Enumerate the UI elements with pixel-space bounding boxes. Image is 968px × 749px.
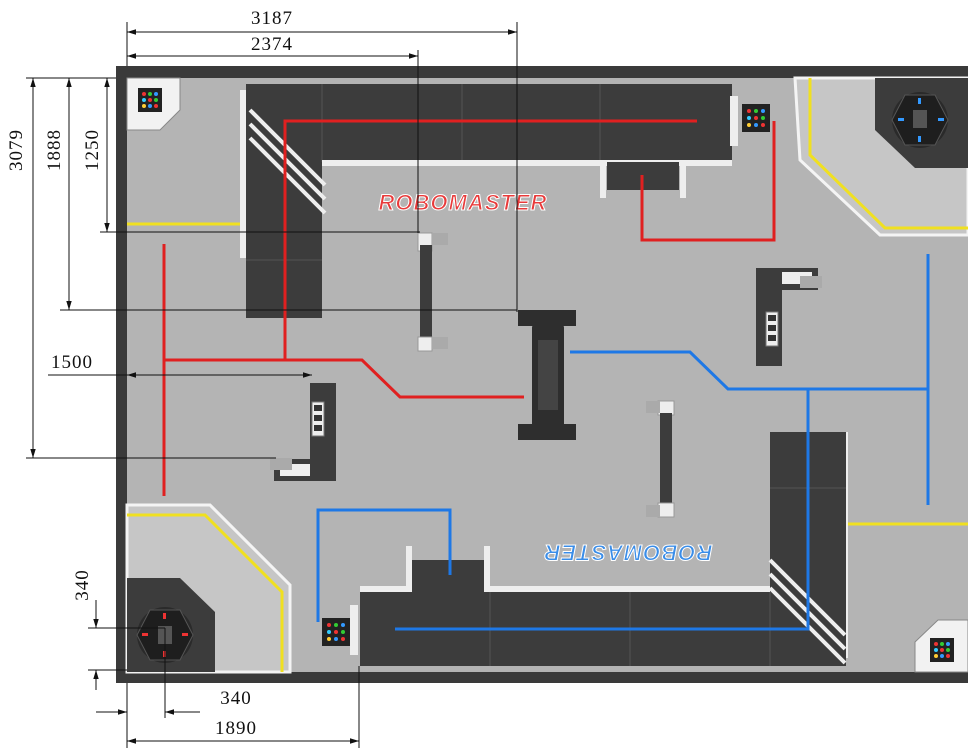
dim-label-top-outer: 3187 <box>251 8 293 29</box>
outpost-right <box>756 268 822 366</box>
logo-top: ROBOMASTER <box>379 190 548 215</box>
central-obstacle <box>518 310 576 440</box>
dim-label-bottom-inner: 340 <box>220 688 252 709</box>
barrier-right <box>646 400 675 518</box>
dimension-annotations <box>26 22 518 748</box>
corner-tile-top-left <box>126 77 181 131</box>
corner-tile-bottom-right <box>914 619 968 673</box>
dim-label-top-inner: 2374 <box>251 34 293 55</box>
field: ROBOMASTER ROBOMASTER <box>116 66 968 683</box>
outpost-left <box>270 383 336 481</box>
dim-label-bottom-outer: 1890 <box>215 718 257 739</box>
dim-label-left-mid: 1888 <box>44 129 65 171</box>
red-route <box>162 119 776 496</box>
resource-tile-bottom <box>322 618 350 646</box>
blue-route <box>316 254 930 631</box>
resource-tile-top <box>742 104 770 132</box>
dim-label-horizontal-1500: 1500 <box>51 352 93 373</box>
barrier-left <box>417 232 448 352</box>
logo-bottom: ROBOMASTER <box>544 540 713 565</box>
base-robot-top-right <box>891 92 949 148</box>
dim-label-left-inner: 1250 <box>82 129 103 171</box>
base-area-top-right <box>793 76 968 237</box>
dimension-labels: 3187 2374 3079 1888 1250 1500 340 340 18… <box>6 8 293 739</box>
dim-label-corner-vertical: 340 <box>72 569 93 601</box>
dim-label-left-outer: 3079 <box>6 129 27 171</box>
